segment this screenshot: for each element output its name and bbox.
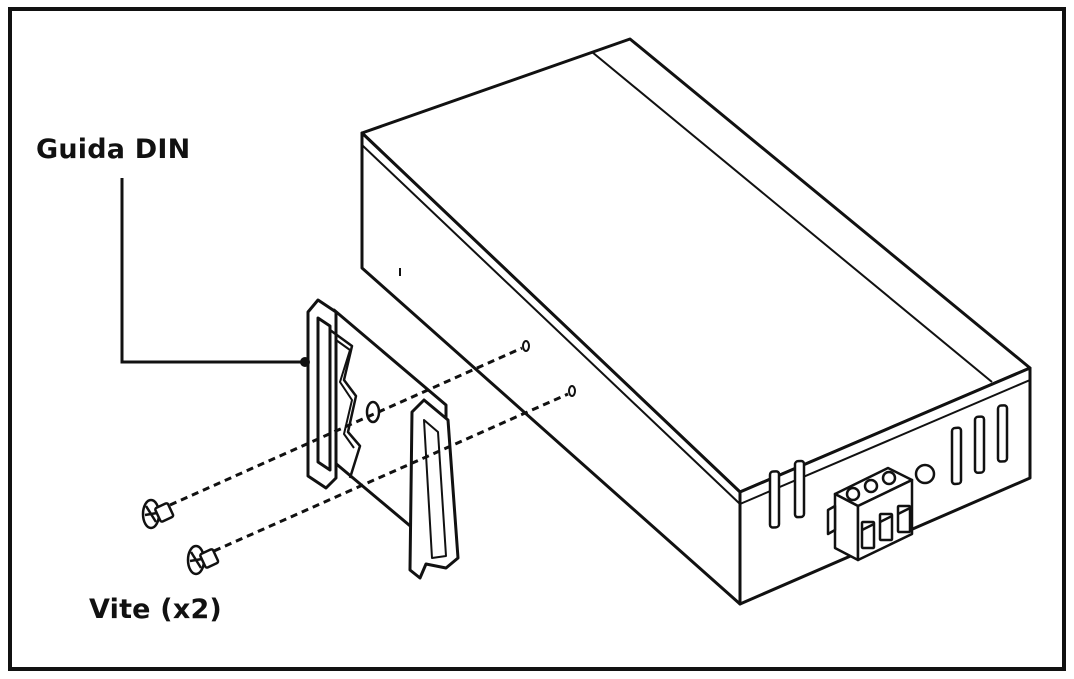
screws-label: Vite (x2) bbox=[89, 594, 222, 625]
screw-paths bbox=[169, 346, 569, 553]
din-rail-bracket bbox=[306, 298, 460, 580]
bracket-clip-right bbox=[408, 398, 460, 580]
bracket-clip-left bbox=[306, 298, 338, 490]
front-vents-right bbox=[950, 404, 1009, 486]
diagram-border bbox=[8, 7, 1066, 671]
din-rail-leader bbox=[120, 178, 304, 364]
enclosure-bevels bbox=[361, 51, 1031, 505]
screw-bottom bbox=[186, 544, 220, 576]
din-rail-leader-dot bbox=[300, 357, 310, 367]
terminal-block bbox=[826, 466, 914, 562]
din-rail-label: Guida DIN bbox=[36, 134, 191, 165]
mounting-holes bbox=[522, 340, 576, 397]
screw-top bbox=[141, 498, 175, 530]
device-enclosure bbox=[360, 37, 1032, 606]
status-led-hole bbox=[914, 463, 936, 485]
front-vents-left bbox=[768, 459, 806, 529]
